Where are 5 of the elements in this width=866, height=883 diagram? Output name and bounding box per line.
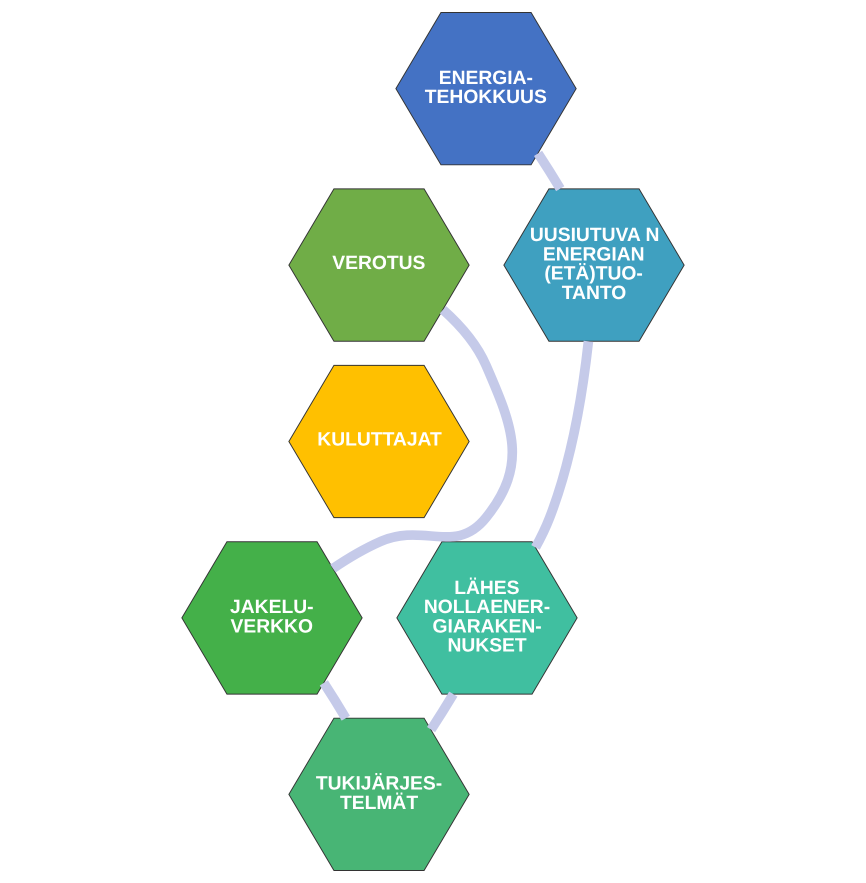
connector — [534, 150, 564, 192]
connector — [330, 306, 517, 573]
connector — [531, 340, 594, 550]
connector — [320, 680, 350, 721]
connector — [427, 692, 458, 732]
